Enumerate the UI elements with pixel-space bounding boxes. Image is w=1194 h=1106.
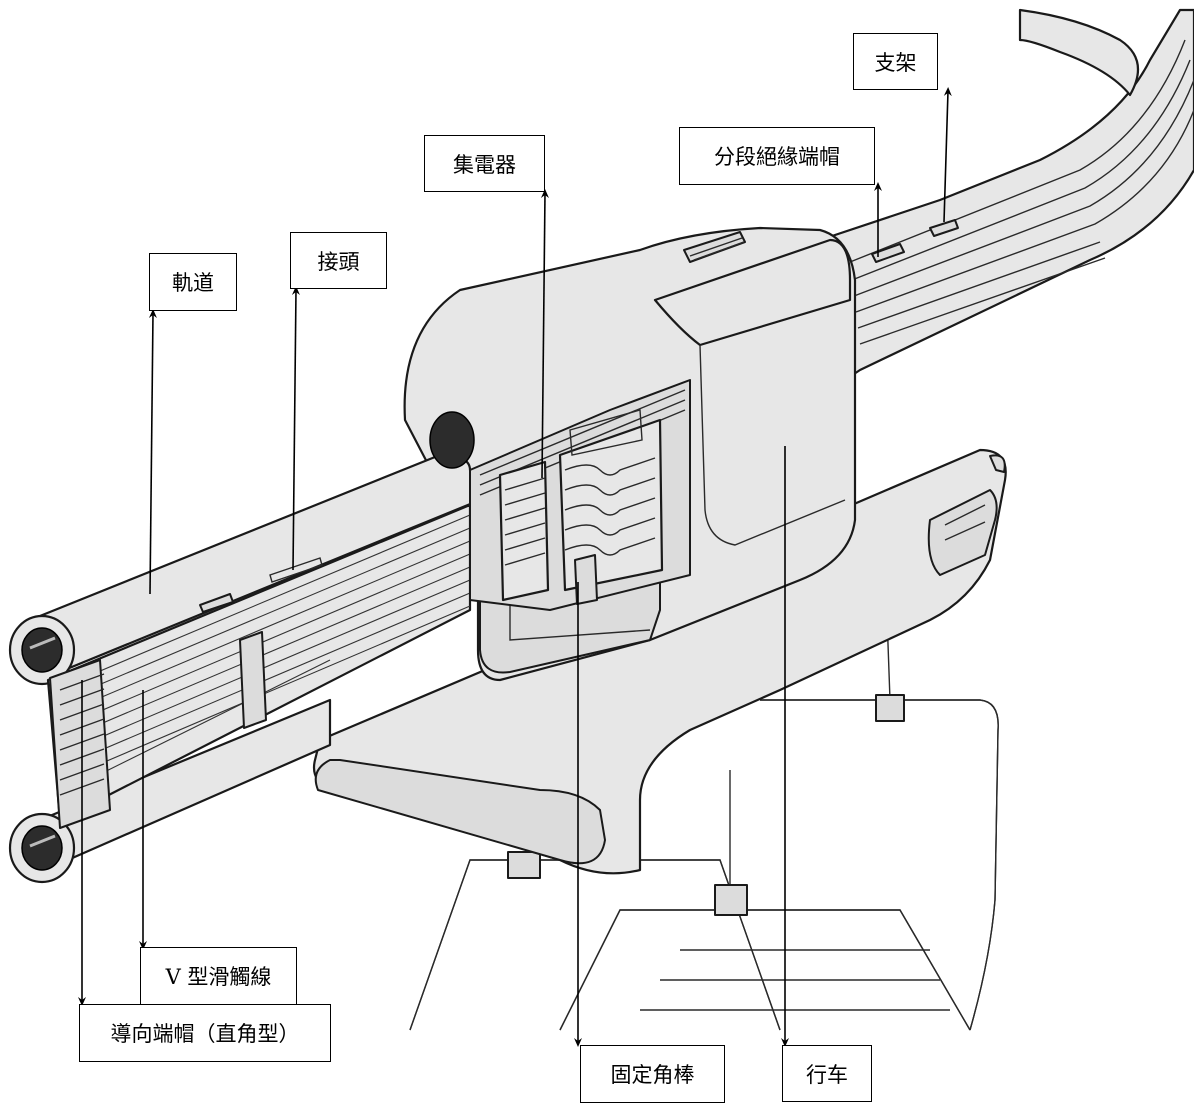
collector-assembly: [469, 379, 691, 611]
label-joint: 接頭: [290, 232, 387, 289]
label-fixed-angle-bar: 固定角棒: [580, 1045, 725, 1103]
arrow-bracket: [943, 87, 952, 223]
leader-arrows: [78, 87, 952, 1047]
rail-lower-tube: [8, 698, 332, 884]
label-guide-end-cap: 導向端帽（直角型）: [79, 1004, 331, 1062]
conductor-bundle: [46, 503, 472, 829]
label-section-insulator-cap: 分段絕緣端帽: [679, 127, 875, 185]
label-v-conductor: V 型滑觸線: [140, 947, 297, 1005]
rail-upper-tube: [8, 411, 482, 686]
label-trolley: 行车: [782, 1045, 872, 1102]
label-bracket: 支架: [853, 33, 938, 90]
arrow-rail: [148, 309, 157, 595]
arrow-collector: [540, 189, 549, 479]
arrow-joint: [291, 286, 300, 571]
label-collector: 集電器: [424, 135, 545, 192]
label-rail: 軌道: [149, 253, 237, 311]
far-track-curve: [818, 8, 1194, 382]
